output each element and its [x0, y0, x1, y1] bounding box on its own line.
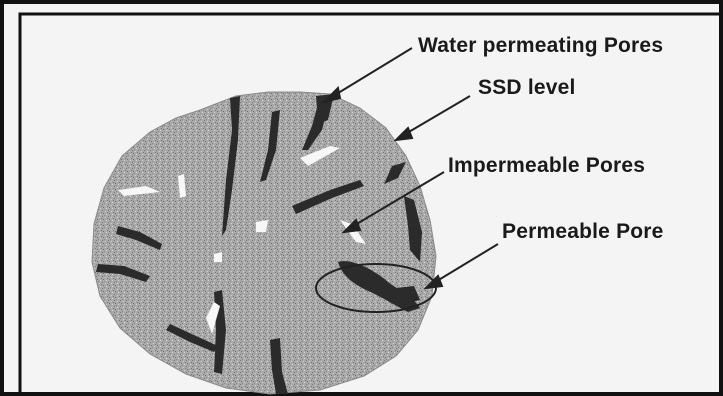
arrow-ssd-head	[396, 128, 412, 140]
label-permeable-pore: Permeable Pore	[502, 220, 664, 244]
label-impermeable-pores: Impermeable Pores	[448, 154, 645, 178]
light-pore-right-center	[256, 220, 268, 232]
label-ssd-level: SSD level	[478, 76, 576, 100]
arrow-permeable-line	[432, 244, 498, 284]
label-water-permeating-pores: Water permeating Pores	[418, 34, 663, 58]
arrow-ssd-line	[402, 96, 470, 136]
arrow-water-pores-line	[330, 48, 412, 98]
